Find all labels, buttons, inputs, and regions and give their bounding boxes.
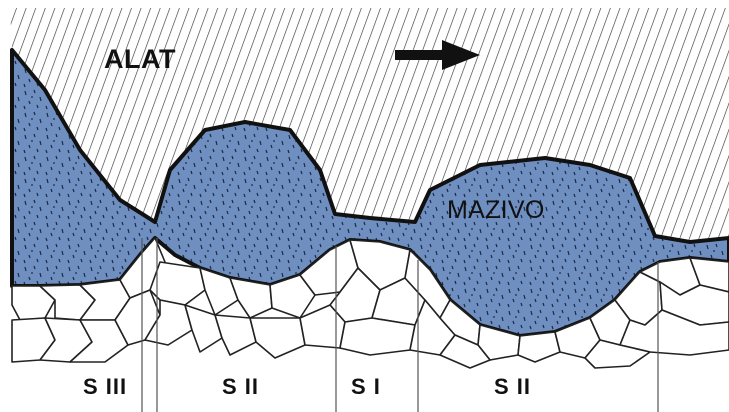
tool-label: ALAT bbox=[104, 44, 176, 75]
zone-label: S I bbox=[351, 374, 381, 400]
zone-label: S II bbox=[222, 374, 259, 400]
lubricant-label: MAZIVO bbox=[447, 196, 545, 225]
zone-label: S III bbox=[83, 374, 127, 400]
zone-label: S II bbox=[494, 374, 531, 400]
